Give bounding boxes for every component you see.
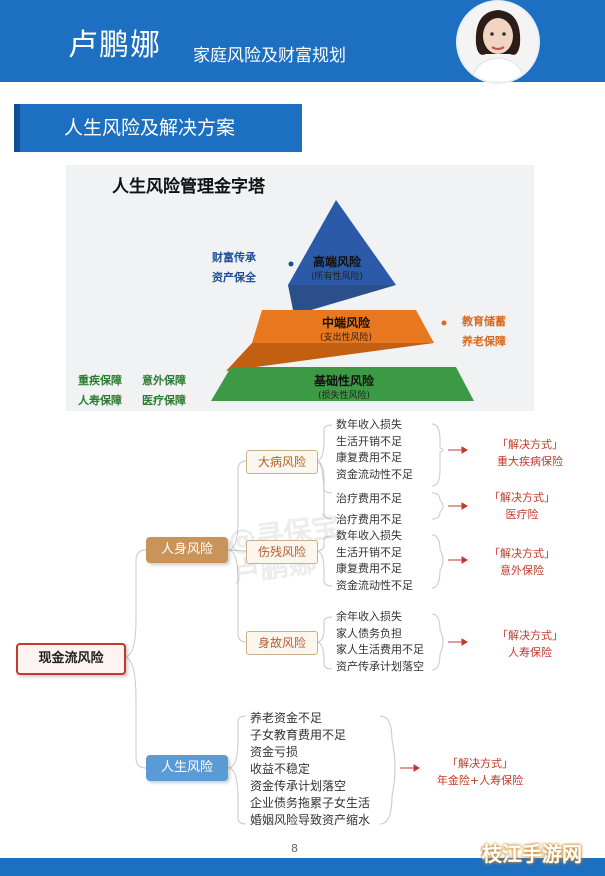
illness-items: 数年收入损失 生活开销不足 康复费用不足 资金流动性不足 xyxy=(336,417,413,483)
section-banner: 人生风险及解决方案 xyxy=(14,104,302,152)
solution-text: 重大疾病保险 xyxy=(497,455,563,468)
solution-text: 人寿保险 xyxy=(508,646,552,659)
solution-critical-illness: 「解决方式」 重大疾病保险 xyxy=(470,436,590,470)
top-left-label-2: 资产保全 xyxy=(212,271,256,284)
mid-right-label-1: 教育储蓄 xyxy=(462,315,506,328)
list-item: 生活开销不足 xyxy=(336,434,402,448)
page-number: 8 xyxy=(291,842,298,855)
death-items: 余年收入损失 家人债务负担 家人生活费用不足 资产传承计划落空 xyxy=(336,609,424,675)
solution-text: 年金险+人寿保险 xyxy=(436,774,524,787)
disability-items: 数年收入损失 生活开销不足 康复费用不足 资金流动性不足 xyxy=(336,528,413,594)
list-item: 子女教育费用不足 xyxy=(250,728,347,742)
node-body-risk: 人身风险 xyxy=(146,537,228,563)
list-item: 数年收入损失 xyxy=(336,418,402,431)
solution-heading: 「解决方式」 xyxy=(447,757,513,770)
banner-accent xyxy=(14,104,20,152)
list-item: 资金亏损 xyxy=(250,745,299,759)
base-label-2: 意外保障 xyxy=(142,374,186,387)
solution-heading: 「解决方式」 xyxy=(497,629,563,642)
solution-death: 「解决方式」 人寿保险 xyxy=(470,627,590,661)
mid-right-label-2: 养老保障 xyxy=(462,335,506,348)
list-item: 家人生活费用不足 xyxy=(336,643,424,656)
base-label-3: 人寿保障 xyxy=(78,394,122,407)
node-disability-risk: 伤残风险 xyxy=(246,540,318,564)
base-label-4: 医疗保障 xyxy=(142,394,186,407)
risk-pyramid: 人生风险管理金字塔 高端风险 (所有性风险) 中端风险 (支出性风险) 基础性风… xyxy=(66,165,534,411)
list-item: 生活开销不足 xyxy=(336,545,402,559)
site-watermark: 枝江手游网 xyxy=(482,842,582,866)
list-item: 资金传承计划落空 xyxy=(250,779,347,793)
tier-mid-sub: (支出性风险) xyxy=(319,333,373,343)
list-item: 治疗费用不足 xyxy=(336,513,402,526)
node-life-risk: 人生风险 xyxy=(146,755,228,781)
solution-text: 医疗险 xyxy=(505,508,539,521)
list-item: 企业债务拖累子女生活 xyxy=(250,796,371,810)
list-item: 收益不稳定 xyxy=(250,762,311,776)
list-item: 家人债务负担 xyxy=(336,626,402,640)
tier-top-label: 高端风险 xyxy=(312,255,361,269)
illness-medical-items: 治疗费用不足 治疗费用不足 xyxy=(336,486,402,529)
solution-heading: 「解决方式」 xyxy=(489,491,555,504)
tier-base-label: 基础性风险 xyxy=(313,374,374,388)
list-item: 数年收入损失 xyxy=(336,529,402,542)
node-death-risk: 身故风险 xyxy=(246,631,318,655)
tier-base-sub: (损失性风险) xyxy=(317,391,371,401)
pyramid-title: 人生风险管理金字塔 xyxy=(112,177,265,197)
solution-life-risk: 「解决方式」 年金险+人寿保险 xyxy=(420,755,540,789)
solution-heading: 「解决方式」 xyxy=(497,438,563,451)
tier-top-sub: (所有性风险) xyxy=(310,272,364,282)
solution-medical: 「解决方式」 医疗险 xyxy=(462,489,582,523)
solution-text: 意外保险 xyxy=(500,564,544,577)
list-item: 余年收入损失 xyxy=(336,610,402,623)
list-item: 康复费用不足 xyxy=(336,562,402,575)
section-title: 人生风险及解决方案 xyxy=(64,117,236,139)
root-node-cashflow-risk: 现金流风险 xyxy=(16,643,126,675)
author-name: 卢鹏娜 xyxy=(68,28,161,63)
list-item: 资金流动性不足 xyxy=(336,578,413,592)
list-item: 婚姻风险导致资产缩水 xyxy=(250,813,371,827)
solution-disability: 「解决方式」 意外保险 xyxy=(462,545,582,579)
tier-mid-label: 中端风险 xyxy=(321,316,370,330)
header-subtitle: 家庭风险及财富规划 xyxy=(193,46,346,66)
author-avatar xyxy=(456,0,540,84)
life-risk-items: 养老资金不足 子女教育费用不足 资金亏损 收益不稳定 资金传承计划落空 企业债务… xyxy=(250,710,370,829)
solution-heading: 「解决方式」 xyxy=(489,547,555,560)
list-item: 资金流动性不足 xyxy=(336,467,413,481)
footer-bar xyxy=(0,858,605,876)
list-item: 康复费用不足 xyxy=(336,451,402,464)
base-label-1: 重疾保障 xyxy=(78,374,122,387)
pyramid-graphic xyxy=(211,200,474,401)
top-left-label-1: 财富传承 xyxy=(212,251,256,264)
list-item: 资产传承计划落空 xyxy=(336,659,424,673)
node-critical-illness-risk: 大病风险 xyxy=(246,450,318,474)
list-item: 治疗费用不足 xyxy=(336,492,402,505)
list-item: 养老资金不足 xyxy=(250,711,323,725)
zhihu-watermark: 知乎 xyxy=(480,847,500,858)
